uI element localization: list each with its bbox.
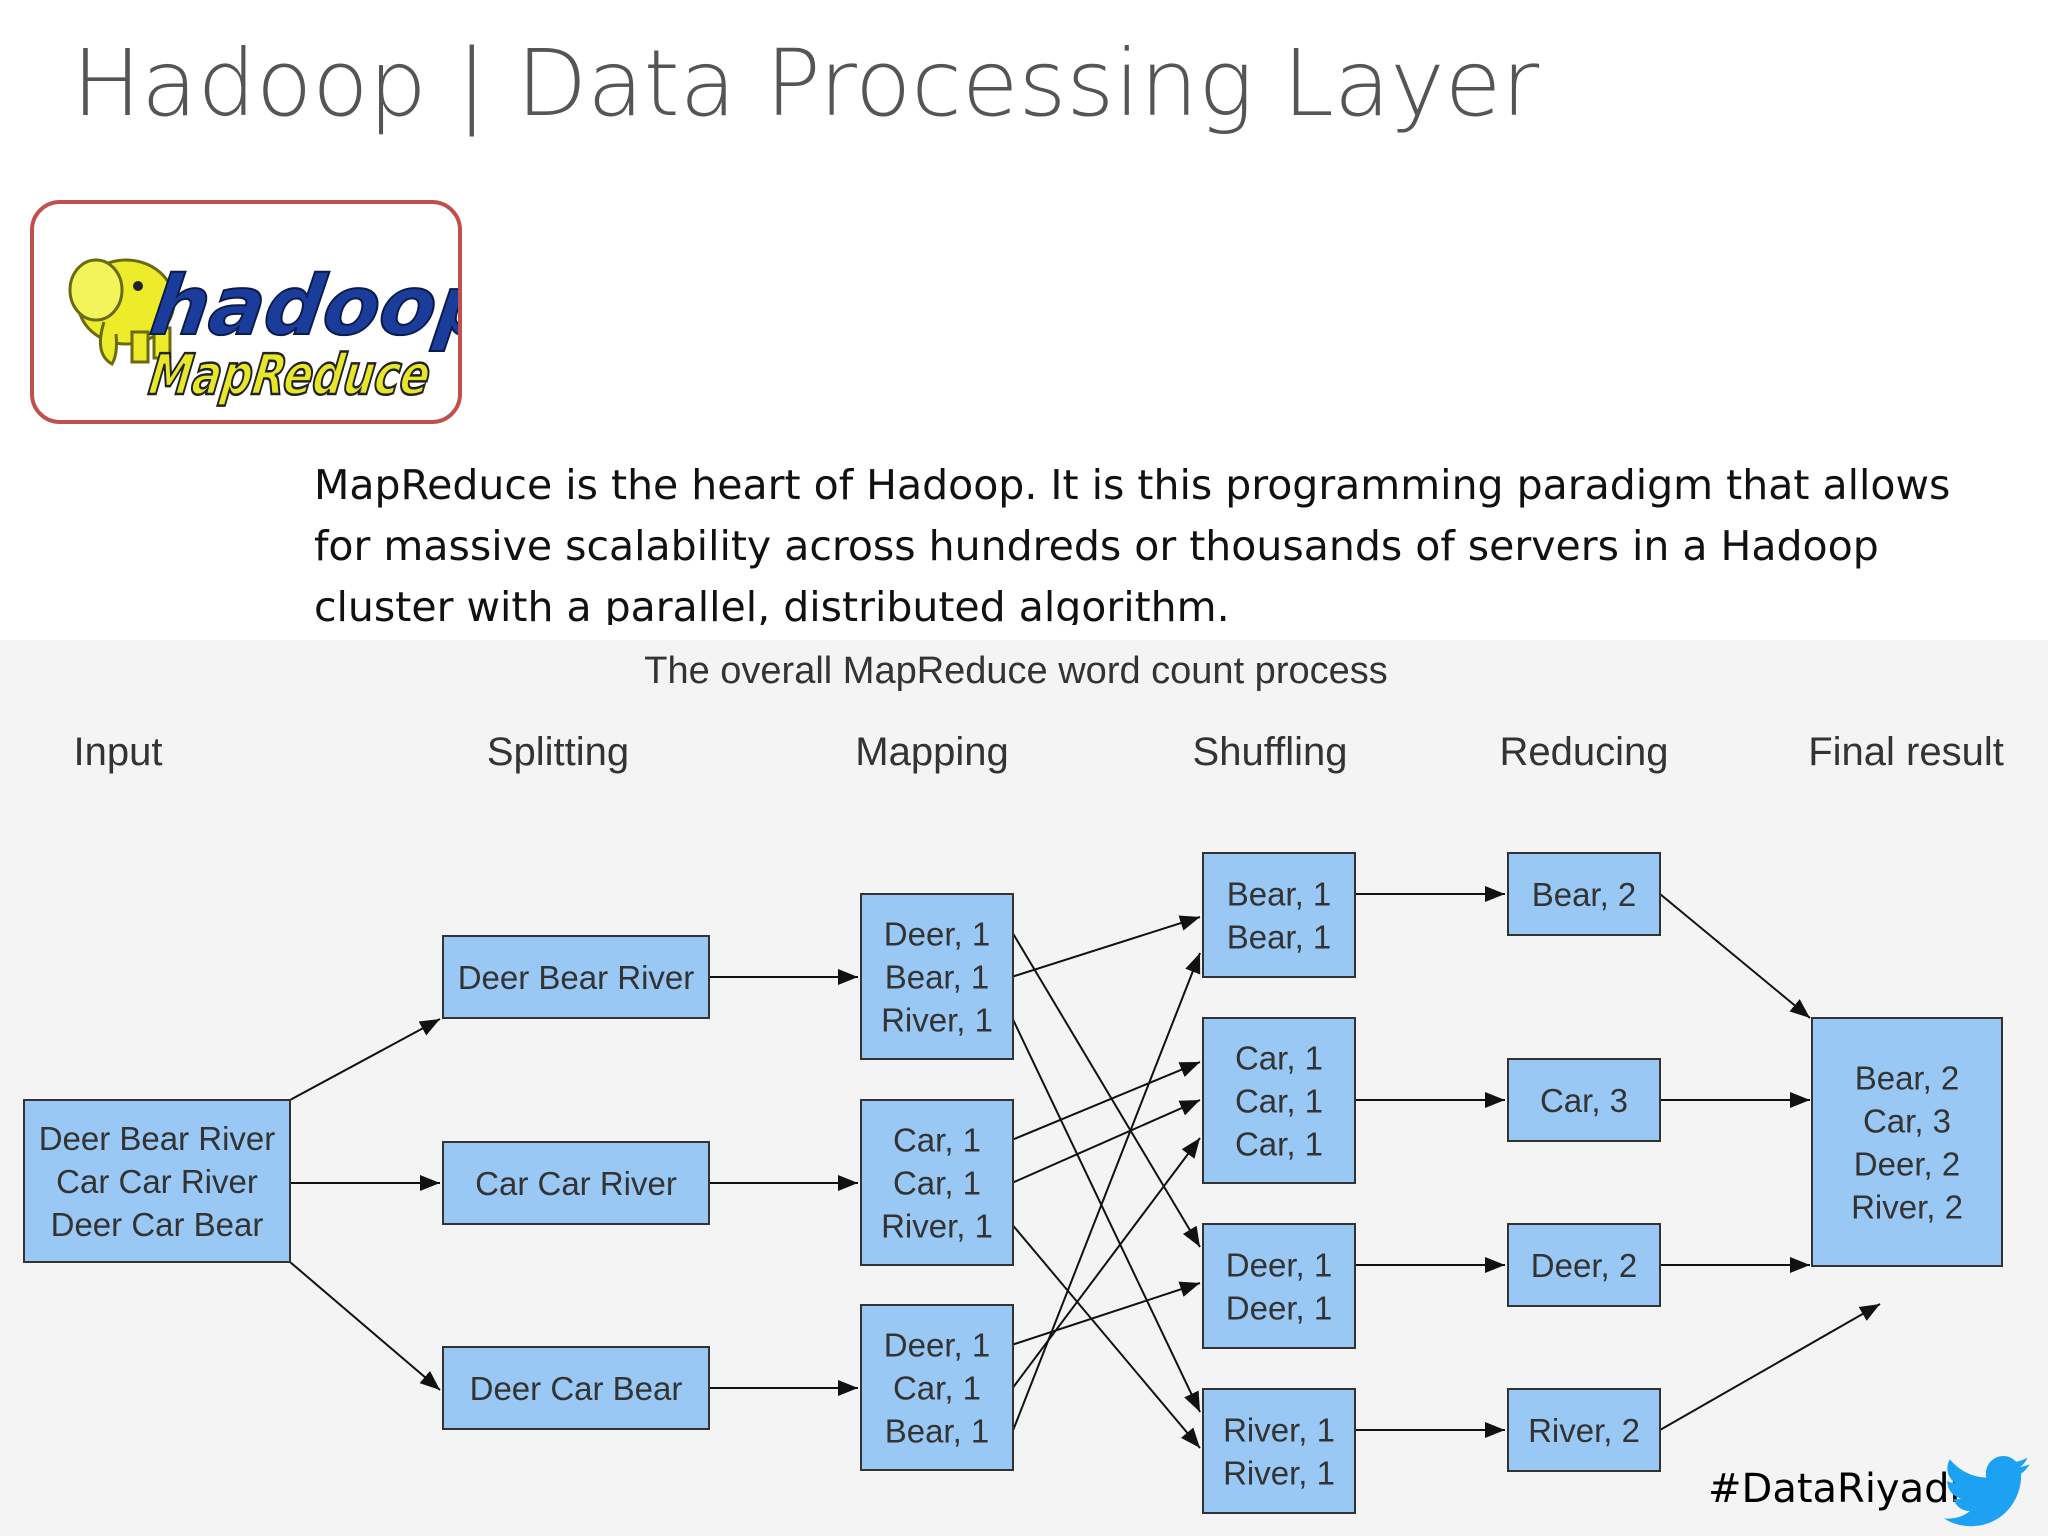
- final-box-text: Bear, 2: [1855, 1060, 1960, 1097]
- stage-label: Shuffling: [1193, 730, 1348, 774]
- input-box: [23, 1099, 291, 1263]
- shuffle-box-text: Bear, 1: [1227, 919, 1332, 956]
- flow-arrow: [1012, 1281, 1201, 1346]
- split-box: [442, 1346, 710, 1430]
- reduce-box-text: Car, 3: [1540, 1082, 1628, 1119]
- flow-arrow: [1012, 952, 1201, 1431]
- diagram-title: The overall MapReduce word count process: [644, 650, 1388, 692]
- input-box-text: Car Car River: [56, 1163, 258, 1200]
- split-box-text: Deer Bear River: [458, 959, 695, 996]
- final-box-text: Car, 3: [1863, 1103, 1951, 1140]
- split-box-text: Car Car River: [475, 1165, 677, 1202]
- flow-arrow: [1012, 1137, 1201, 1389]
- flow-arrow: [1659, 893, 1811, 1019]
- map-box-text: Deer, 1: [884, 916, 990, 953]
- shuffle-box: [1202, 1017, 1356, 1184]
- diagram-panel: [0, 640, 2048, 1536]
- shuffle-box: [1202, 852, 1356, 978]
- flow-arrow: [1012, 1224, 1201, 1449]
- shuffle-box-text: Car, 1: [1235, 1040, 1323, 1077]
- slide-title: Hadoop | Data Processing Layer: [72, 30, 1540, 137]
- logo-text-hadoop: hadoop: [145, 259, 458, 354]
- map-box: [860, 1099, 1014, 1266]
- flow-arrow: [1012, 915, 1201, 978]
- stage-label: Input: [74, 730, 163, 774]
- map-box-text: Bear, 1: [885, 1413, 990, 1450]
- shuffle-box-text: Car, 1: [1235, 1126, 1323, 1163]
- final-box-text: River, 2: [1851, 1189, 1963, 1226]
- stage-label: Splitting: [487, 730, 629, 774]
- shuffle-box: [1202, 1388, 1356, 1514]
- reduce-box: [1507, 1058, 1661, 1142]
- twitter-bird-icon: [1944, 1456, 2030, 1527]
- hashtag-text: #DataRiyadh: [1708, 1466, 1975, 1512]
- shuffle-box: [1202, 1223, 1356, 1349]
- map-box-text: River, 1: [881, 1002, 993, 1039]
- split-box: [442, 935, 710, 1019]
- final-box: [1811, 1017, 2003, 1267]
- map-box-text: River, 1: [881, 1208, 993, 1245]
- reduce-box: [1507, 1388, 1661, 1472]
- final-box-text: Deer, 2: [1854, 1146, 1960, 1183]
- shuffle-box-text: River, 1: [1223, 1455, 1335, 1492]
- hadoop-mapreduce-logo: hadoop MapReduce: [30, 200, 462, 424]
- stage-label: Final result: [1808, 730, 2004, 774]
- shuffle-box-text: Car, 1: [1235, 1083, 1323, 1120]
- shuffle-box-text: Bear, 1: [1227, 876, 1332, 913]
- shuffle-box-text: Deer, 1: [1226, 1247, 1332, 1284]
- logo-text-mapreduce: MapReduce: [145, 343, 434, 408]
- flow-arrow: [1012, 932, 1201, 1248]
- diagram-arrows: [289, 886, 1881, 1449]
- reduce-box-text: River, 2: [1528, 1412, 1640, 1449]
- input-box-text: Deer Car Bear: [51, 1206, 264, 1243]
- input-box-text: Deer Bear River: [39, 1120, 276, 1157]
- flow-arrow: [289, 1261, 441, 1391]
- map-box-text: Bear, 1: [885, 959, 990, 996]
- split-box: [442, 1141, 710, 1225]
- map-box-text: Car, 1: [893, 1370, 981, 1407]
- split-box-text: Deer Car Bear: [470, 1370, 683, 1407]
- map-box-text: Car, 1: [893, 1122, 981, 1159]
- elephant-icon: [68, 258, 176, 367]
- map-box: [860, 1304, 1014, 1471]
- flow-arrow: [1012, 1061, 1201, 1141]
- stage-label: Mapping: [855, 730, 1008, 774]
- reduce-box-text: Bear, 2: [1532, 876, 1637, 913]
- shuffle-box-text: River, 1: [1223, 1412, 1335, 1449]
- map-box-text: Car, 1: [893, 1165, 981, 1202]
- reduce-box-text: Deer, 2: [1531, 1247, 1637, 1284]
- shuffle-box-text: Deer, 1: [1226, 1290, 1332, 1327]
- reduce-box: [1507, 852, 1661, 936]
- flow-arrow: [1659, 1303, 1881, 1431]
- map-box: [860, 893, 1014, 1060]
- map-box-text: Deer, 1: [884, 1327, 990, 1364]
- flow-arrow: [1012, 1099, 1201, 1184]
- reduce-box: [1507, 1223, 1661, 1307]
- flow-arrow: [1012, 1019, 1201, 1413]
- flow-arrow: [289, 1018, 441, 1101]
- diagram-labels: The overall MapReduce word count process…: [74, 650, 2004, 774]
- description-text: MapReduce is the heart of Hadoop. It is …: [314, 461, 1951, 625]
- stage-label: Reducing: [1499, 730, 1668, 774]
